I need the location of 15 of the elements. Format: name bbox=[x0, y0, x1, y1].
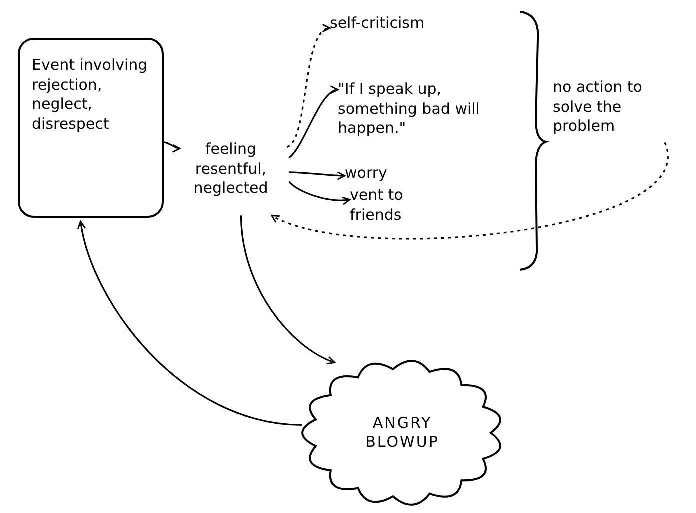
note-text: worry bbox=[345, 164, 415, 188]
note-text: no action to solve the problem bbox=[553, 78, 665, 150]
arrow bbox=[289, 172, 346, 180]
arrow bbox=[288, 88, 339, 159]
arrow bbox=[286, 26, 331, 148]
note-text: feeling resentful, neglected bbox=[180, 140, 282, 212]
note-text: "If I speak up, something bad will happen." bbox=[338, 80, 516, 146]
arrow bbox=[288, 181, 351, 205]
event-box: Event involving rejection, neglect, disrespect bbox=[18, 38, 164, 218]
arrow bbox=[271, 142, 668, 240]
note-text: vent to friends bbox=[350, 186, 430, 232]
arrow bbox=[240, 216, 336, 364]
arrow bbox=[78, 220, 302, 426]
note-text: self-criticism bbox=[330, 14, 460, 40]
arrow bbox=[164, 142, 181, 152]
